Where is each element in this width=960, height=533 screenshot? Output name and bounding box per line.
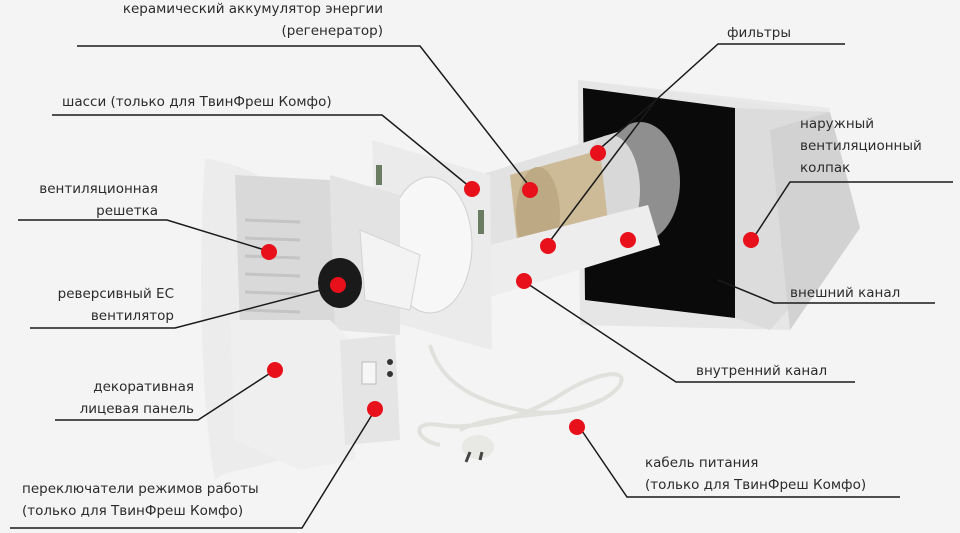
marker-mode-switches [367, 401, 383, 417]
marker-chassis [464, 181, 480, 197]
marker-inner-duct [516, 273, 532, 289]
leader-line-filters [546, 43, 845, 246]
marker-regenerator [522, 182, 538, 198]
leader-line-inner-duct [524, 281, 855, 383]
label-chassis: шасси (только для ТвинФреш Комфо) [62, 94, 332, 110]
label-outer-hood: наружный вентиляционный колпак [800, 116, 922, 176]
label-inner-duct: внутренний канал [696, 363, 828, 379]
label-power-cable: кабель питания (только для ТвинФреш Комф… [645, 455, 867, 493]
label-filters: фильтры [727, 25, 791, 41]
leader-line-power-cable [577, 424, 900, 498]
leader-line-outer-duct [717, 279, 935, 304]
marker-ec-fan [330, 277, 346, 293]
label-ec-fan: реверсивный ЕС вентилятор [57, 286, 174, 324]
front-unit-shape [201, 158, 421, 480]
leader-line-outer-hood [751, 181, 953, 241]
power-cable-shape [417, 344, 624, 447]
label-outer-duct: внешний канал [790, 285, 901, 301]
leader-line-chassis [52, 114, 471, 188]
marker-outer-duct [620, 232, 636, 248]
leader-line-front-panel [55, 369, 276, 421]
marker-filters-1 [590, 145, 606, 161]
leader-line-filters-branch [595, 99, 657, 153]
label-vent-grille: вентиляционная решетка [39, 181, 158, 219]
label-mode-switches: переключатели режимов работы (только для… [22, 481, 259, 519]
label-regenerator: керамический аккумулятор энергии (регене… [122, 1, 383, 39]
marker-outer-hood [743, 232, 759, 248]
marker-power-cable [569, 419, 585, 435]
leader-line-vent-grille [18, 219, 269, 252]
marker-front-panel [267, 362, 283, 378]
leader-line-regenerator [77, 45, 531, 188]
marker-vent-grille [261, 244, 277, 260]
leader-line-mode-switches [10, 409, 376, 529]
plug-shape [462, 435, 494, 463]
leader-line-ec-fan [30, 285, 337, 329]
label-front-panel: декоративная лицевая панель [79, 379, 194, 417]
marker-filters-2 [540, 238, 556, 254]
